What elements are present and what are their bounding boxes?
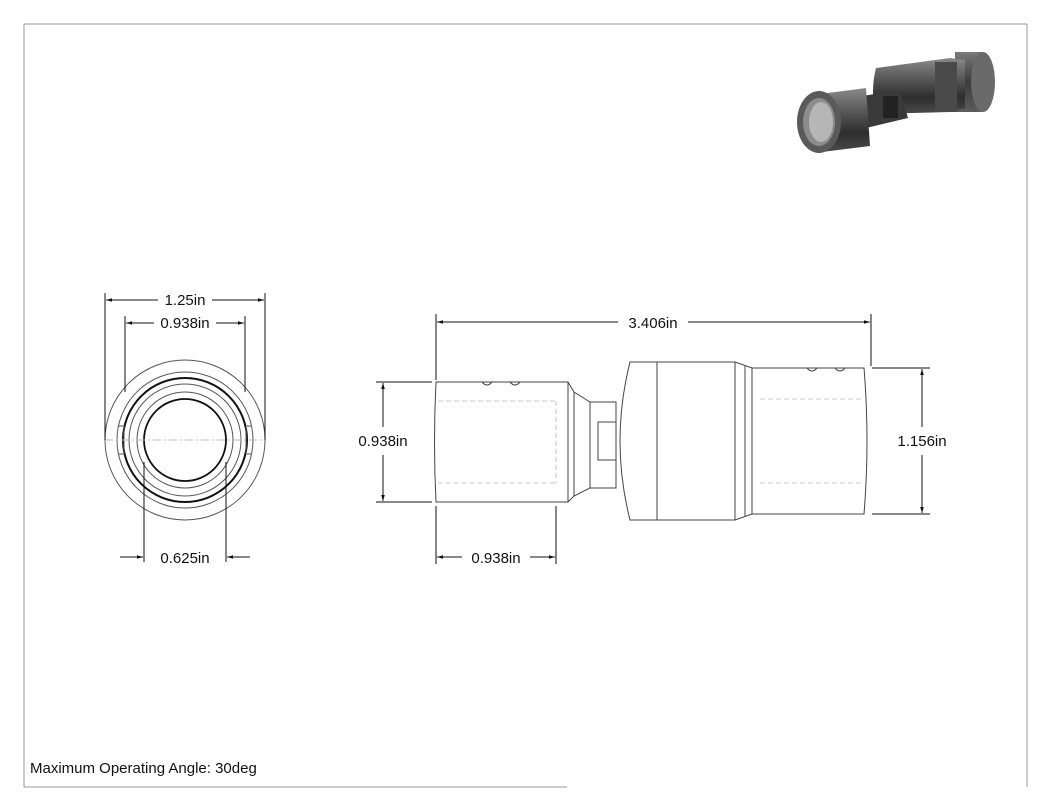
left-hub-length-label: 0.938in [471, 550, 520, 567]
right-hub-diameter-label: 1.156in [897, 433, 946, 450]
end-view-dimensions [104, 293, 266, 562]
end-bore-diameter-label: 0.625in [160, 550, 209, 567]
sheet-border [23, 23, 1028, 788]
left-hub-diameter-label: 0.938in [358, 433, 407, 450]
isometric-preview [797, 52, 995, 153]
end-view [104, 359, 266, 521]
side-view-dimensions [376, 314, 930, 564]
side-view [434, 361, 868, 521]
overall-length-label: 3.406in [628, 315, 677, 332]
operating-angle-note: Maximum Operating Angle: 30deg [30, 760, 257, 777]
end-hub-diameter-label: 0.938in [160, 315, 209, 332]
end-outer-diameter-label: 1.25in [165, 292, 206, 309]
